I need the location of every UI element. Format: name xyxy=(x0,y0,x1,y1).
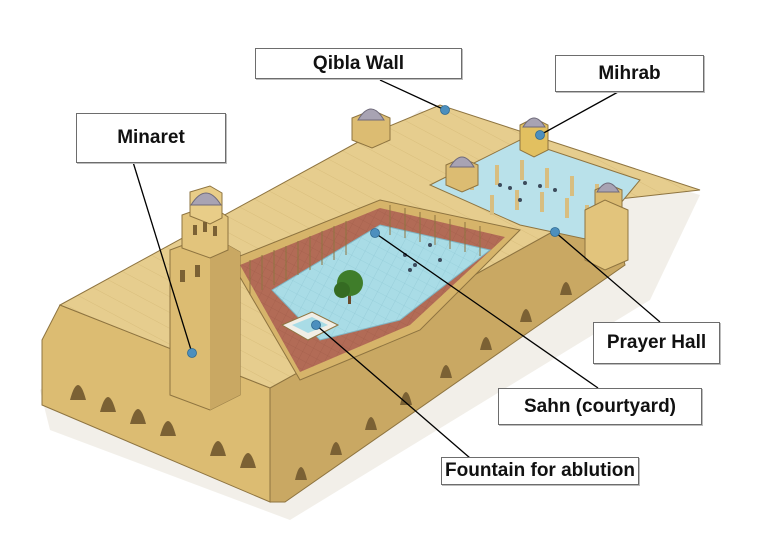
prayer-hall-label: Prayer Hall xyxy=(593,322,720,364)
minaret-marker xyxy=(187,348,197,358)
qibla-wall-marker xyxy=(440,105,450,115)
fountain-leader xyxy=(315,324,471,459)
minaret-label: Minaret xyxy=(76,113,226,163)
sahn-marker xyxy=(370,228,380,238)
ablution-fountain xyxy=(280,311,340,341)
qibla-wall-leader xyxy=(379,79,446,111)
sahn-leader xyxy=(374,232,599,389)
qibla-wall-label: Qibla Wall xyxy=(255,48,462,79)
arcades xyxy=(237,205,481,300)
prayer-hall-marker xyxy=(550,227,560,237)
fountain-marker xyxy=(311,320,321,330)
prayer-hall-gallery xyxy=(584,199,629,271)
fountain-label: Fountain for ablution xyxy=(441,457,639,485)
minaret-leader xyxy=(132,161,193,354)
prayer-hall-leader xyxy=(554,231,661,323)
mihrab-label: Mihrab xyxy=(555,55,704,92)
mihrab-leader xyxy=(539,91,619,136)
courtyard-tree xyxy=(334,270,363,304)
markers xyxy=(187,105,560,358)
domes xyxy=(351,108,623,215)
mihrab-marker xyxy=(535,130,545,140)
sahn-label: Sahn (courtyard) xyxy=(498,388,702,425)
leader-lines xyxy=(132,79,661,459)
minaret xyxy=(169,185,241,411)
worshippers xyxy=(403,181,557,272)
building-walls xyxy=(41,199,626,503)
